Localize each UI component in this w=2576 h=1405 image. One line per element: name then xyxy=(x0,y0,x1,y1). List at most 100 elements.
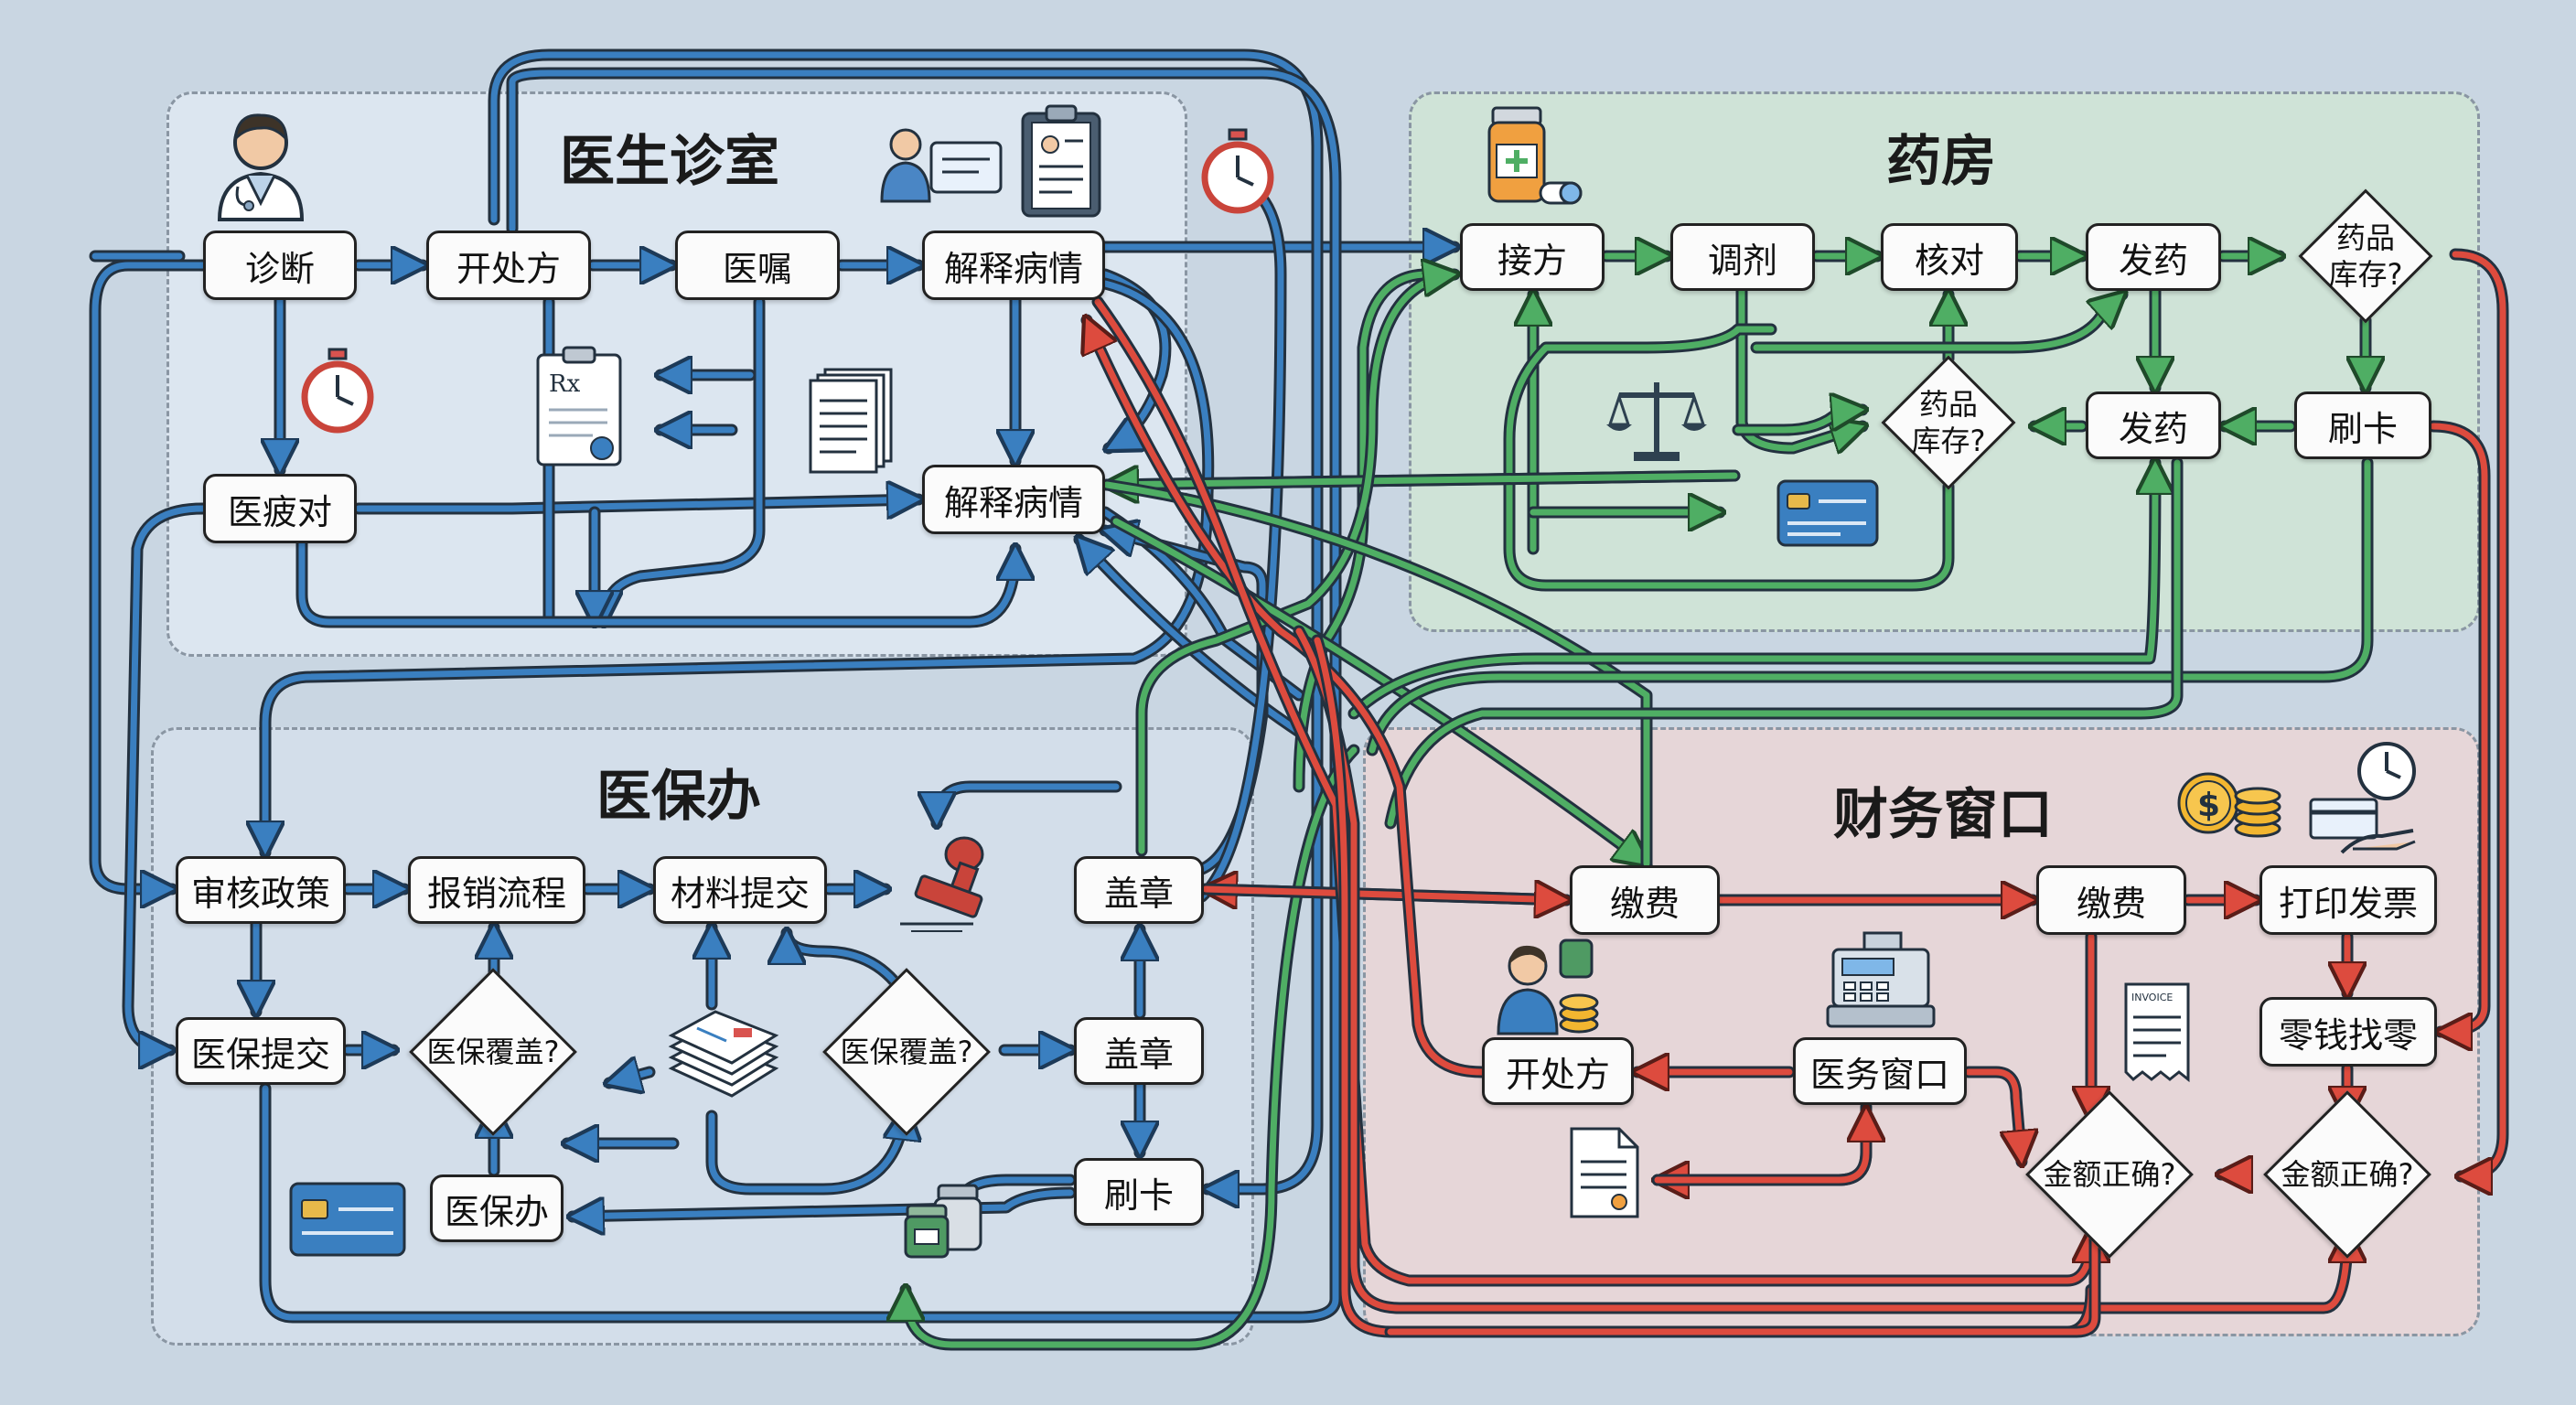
connector-line xyxy=(1734,410,1862,434)
document-stack-icon xyxy=(668,1010,779,1098)
connector-line xyxy=(1368,459,2371,754)
connector-line xyxy=(708,1109,906,1193)
decision-stock-1[interactable]: 药品 库存? xyxy=(2283,188,2448,324)
blue-card-icon xyxy=(289,1182,406,1257)
connector-line xyxy=(787,933,909,1001)
decision-coverage-1-label: 医保覆盖? xyxy=(426,1035,560,1069)
coins-icon: $ xyxy=(2177,772,2281,838)
documents-icon xyxy=(809,368,893,474)
connector-line xyxy=(609,1072,653,1083)
patient-money-icon xyxy=(1497,938,1599,1035)
pill-bottle-icon xyxy=(1487,106,1583,205)
node-stamp-2[interactable]: 盖章 xyxy=(1074,1017,1204,1085)
payment-hand-icon xyxy=(2309,798,2416,854)
node-issue-drug-1[interactable]: 发药 xyxy=(2086,223,2221,291)
connector-line xyxy=(1654,1110,1866,1184)
invoice-label: INVOICE xyxy=(2131,992,2173,1003)
connector-line xyxy=(124,505,207,1050)
rx-label: Rx xyxy=(549,370,581,398)
decision-coverage-1[interactable]: 医保覆盖? xyxy=(397,968,589,1136)
coin-symbol: $ xyxy=(2197,787,2220,824)
node-pay-1[interactable]: 缴费 xyxy=(1570,865,1720,935)
connector-line xyxy=(91,262,207,889)
connector-line xyxy=(2452,251,2506,1176)
connector-line xyxy=(2430,423,2488,1032)
connector-outline xyxy=(2427,420,2491,1038)
rubber-stamp-icon xyxy=(900,836,984,932)
connector-line xyxy=(1112,518,1647,863)
node-pay-2[interactable]: 缴费 xyxy=(2036,865,2186,935)
node-reimburse-flow[interactable]: 报销流程 xyxy=(408,856,585,924)
node-verify[interactable]: 核对 xyxy=(1881,223,2018,291)
pharmacy-zone-title: 药房 xyxy=(1886,130,1996,194)
insurance-zone-title: 医保办 xyxy=(596,765,761,829)
clipboard-icon xyxy=(1021,104,1101,218)
connector-line xyxy=(355,499,918,509)
patient-id-card-icon xyxy=(880,128,1003,203)
node-stamp-1[interactable]: 盖章 xyxy=(1074,856,1204,924)
stopwatch-icon xyxy=(1201,128,1274,214)
connector-line xyxy=(1107,476,1738,485)
decision-coverage-2[interactable]: 医保覆盖? xyxy=(810,968,1003,1136)
connector-line xyxy=(906,746,1358,1348)
decision-stock-2-label: 药品 库存? xyxy=(1911,387,1986,458)
decision-amount-2-label: 金额正确? xyxy=(2281,1157,2414,1192)
clock-icon xyxy=(2357,742,2416,800)
doctor-icon xyxy=(217,113,305,221)
cash-register-icon xyxy=(1826,931,1936,1028)
node-explain-2[interactable]: 解释病情 xyxy=(922,465,1105,534)
document-icon-finance xyxy=(1570,1127,1639,1218)
connector-line xyxy=(1753,295,2122,351)
node-insurance-submit[interactable]: 医保提交 xyxy=(176,1017,346,1085)
connector-line xyxy=(1658,1103,1870,1180)
node-issue-drug-2[interactable]: 发药 xyxy=(2086,391,2221,459)
connector-outline xyxy=(295,506,1022,628)
decision-coverage-2-label: 医保覆盖? xyxy=(840,1035,973,1069)
decision-amount-1-label: 金额正确? xyxy=(2043,1157,2176,1192)
node-submit-materials[interactable]: 材料提交 xyxy=(653,856,827,924)
connector-line xyxy=(298,509,1015,626)
connector-line xyxy=(1138,274,1454,854)
connector-line xyxy=(1295,271,1431,790)
connector-line xyxy=(1506,326,1952,589)
decision-amount-2[interactable]: 金额正确? xyxy=(2238,1090,2457,1259)
connector-line xyxy=(573,1189,1074,1217)
connector-line xyxy=(1387,1228,2098,1335)
node-order[interactable]: 医嘱 xyxy=(675,231,840,300)
node-swipe-card-insurance[interactable]: 刷卡 xyxy=(1074,1158,1204,1226)
node-give-change[interactable]: 零钱找零 xyxy=(2259,997,2437,1067)
node-prescribe-finance[interactable]: 开处方 xyxy=(1482,1037,1634,1105)
decision-stock-2[interactable]: 药品 库存? xyxy=(1866,355,2031,490)
node-swipe-card-pharmacy[interactable]: 刷卡 xyxy=(2294,391,2431,459)
node-insurance-office[interactable]: 医保办 xyxy=(430,1174,564,1242)
node-prescribe[interactable]: 开处方 xyxy=(426,231,591,300)
stopwatch-icon-2 xyxy=(301,348,374,434)
connector-line xyxy=(1738,287,1862,448)
connector-outline xyxy=(89,259,209,896)
connector-line xyxy=(1094,298,2091,1284)
node-dispense-mix[interactable]: 调剂 xyxy=(1670,223,1815,291)
doctor-zone-title: 医生诊室 xyxy=(560,130,779,194)
id-card-icon xyxy=(1776,479,1879,547)
node-check-patient[interactable]: 医疲对 xyxy=(203,474,357,543)
node-print-invoice[interactable]: 打印发票 xyxy=(2259,865,2437,935)
decision-stock-1-label: 药品 库存? xyxy=(2328,220,2403,292)
rx-document-icon: Rx xyxy=(536,346,622,467)
scale-icon xyxy=(1606,382,1707,461)
connector-line xyxy=(937,783,1120,823)
medicine-bottles-icon xyxy=(904,1184,982,1259)
connector-outline xyxy=(1651,1100,1873,1186)
connector-line xyxy=(1965,1068,2022,1162)
finance-zone-title: 财务窗口 xyxy=(1833,783,2053,847)
connector-outline xyxy=(1196,177,1287,903)
node-review-policy[interactable]: 审核政策 xyxy=(176,856,346,924)
node-receive[interactable]: 接方 xyxy=(1460,223,1605,291)
connector-line xyxy=(1350,463,2155,717)
connector-line xyxy=(1202,889,1566,900)
node-medical-window[interactable]: 医务窗口 xyxy=(1793,1037,1967,1105)
node-diagnose[interactable]: 诊断 xyxy=(203,231,357,300)
node-explain-1[interactable]: 解释病情 xyxy=(922,231,1105,300)
decision-amount-1[interactable]: 金额正确? xyxy=(2000,1090,2219,1259)
